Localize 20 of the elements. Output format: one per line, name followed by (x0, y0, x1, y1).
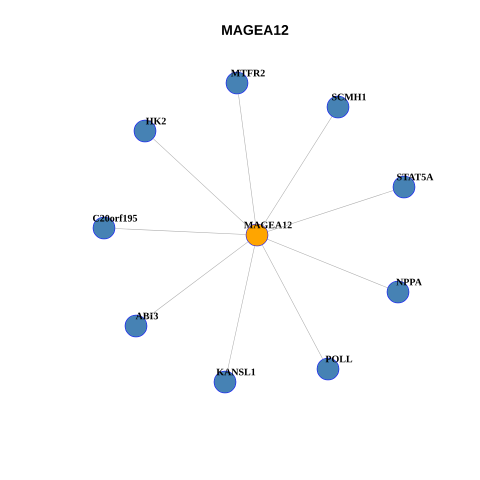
node-label: KANSL1 (216, 368, 256, 376)
node-label: SCMH1 (332, 94, 366, 100)
edge-line (153, 138, 250, 228)
node-label: ABI3 (136, 312, 158, 320)
edge-line (262, 244, 323, 360)
node-label: HK2 (146, 118, 166, 124)
edge-line (267, 190, 394, 232)
edge-line (238, 94, 256, 224)
node-label: POLL (326, 356, 352, 362)
node-label: MTFR2 (230, 70, 265, 76)
node-label: C20orf195 (92, 214, 138, 222)
edge-line (227, 246, 255, 372)
chart-title: MAGEA12 (222, 25, 288, 35)
node-label: MAGEA12 (244, 222, 292, 228)
node-label: NPPA (396, 278, 422, 286)
edge-line (267, 238, 388, 288)
edge-line (114, 228, 246, 235)
edge-line (262, 116, 332, 226)
edge-line (144, 242, 248, 320)
node-label: STAT5A (397, 174, 434, 180)
